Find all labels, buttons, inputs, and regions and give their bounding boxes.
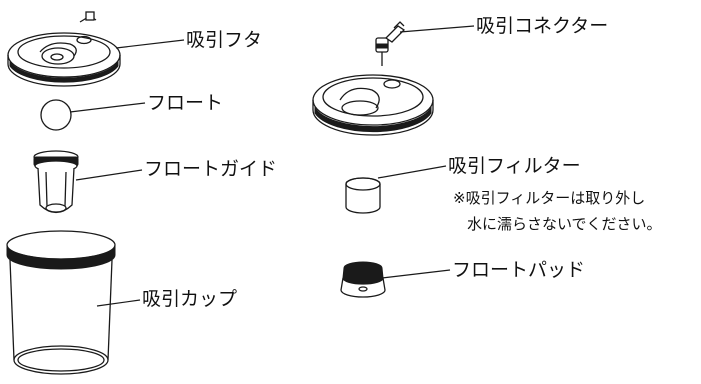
label-float-guide: フロートガイド xyxy=(144,158,278,180)
float-pad-drawing xyxy=(340,261,386,298)
suction-cup-drawing xyxy=(6,230,116,375)
filter-note-line1: ※吸引フィルターは取り外し xyxy=(453,189,646,207)
suction-lid-leader xyxy=(115,39,185,49)
label-suction-connector: 吸引コネクター xyxy=(476,15,609,37)
float-guide-leader xyxy=(75,169,143,181)
suction-lid-drawing xyxy=(7,11,121,87)
filter-note-line2: 水に濡らさないでください。 xyxy=(467,215,662,233)
suction-connector-leader xyxy=(399,25,475,33)
label-suction-filter: 吸引フィルター xyxy=(448,155,581,177)
float-guide-drawing xyxy=(33,150,79,214)
suction-lid-exploded-drawing xyxy=(312,74,434,136)
suction-filter-drawing xyxy=(345,177,381,214)
suction-filter-leader xyxy=(377,165,447,179)
label-float-pad: フロートパッド xyxy=(452,259,586,281)
float-pad-leader xyxy=(381,269,451,279)
suction-connector-drawing xyxy=(375,21,406,66)
suction-cup-leader xyxy=(96,299,141,307)
label-float: フロート xyxy=(147,92,224,114)
float-leader xyxy=(69,102,146,113)
label-suction-cup: 吸引カップ xyxy=(142,288,238,310)
float-drawing xyxy=(40,99,72,131)
label-suction-lid: 吸引フタ xyxy=(186,29,263,51)
